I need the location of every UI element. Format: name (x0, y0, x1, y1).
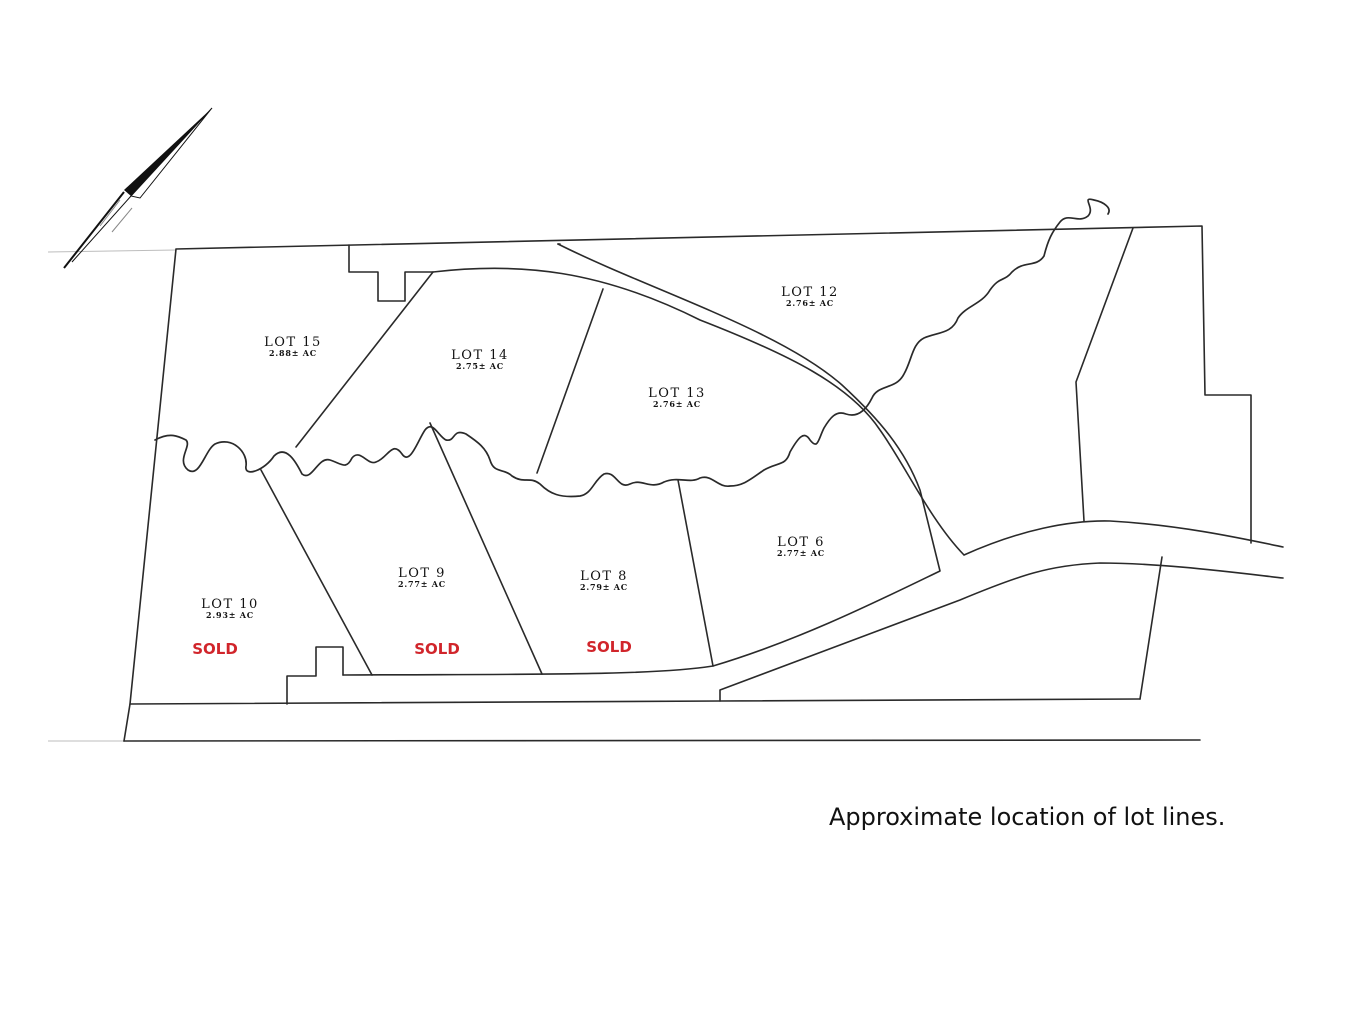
north-arrow-icon (63, 107, 213, 269)
lot-line-14-13 (536, 288, 604, 474)
lot-13-acres: 2.76± AC (653, 399, 701, 409)
lot-9-acres: 2.77± AC (398, 579, 446, 589)
lot-6-name: LOT 6 (777, 535, 825, 550)
road-inner-upper (342, 243, 941, 676)
road-main-bottom (123, 698, 1201, 742)
lot-14-label[interactable]: LOT 14 2.75± AC (451, 348, 509, 371)
lot-9-sold-badge: SOLD (414, 640, 460, 658)
lot-14-acres: 2.75± AC (456, 361, 504, 371)
lot-8-acres: 2.79± AC (580, 582, 628, 592)
lot-13-name: LOT 13 (648, 386, 706, 401)
map-caption: Approximate location of lot lines. (829, 803, 1226, 831)
lot-line-9-8 (429, 422, 543, 675)
extension-line-top (47, 249, 177, 253)
lot-8-name: LOT 8 (580, 569, 628, 584)
lot-10-label[interactable]: LOT 10 2.93± AC SOLD (192, 597, 259, 658)
lot-14-name: LOT 14 (451, 348, 509, 363)
lot-15-label[interactable]: LOT 15 2.88± AC (264, 335, 322, 358)
lot-15-acres: 2.88± AC (269, 348, 317, 358)
road-inner-lower (348, 243, 1284, 702)
lot-9-name: LOT 9 (398, 566, 446, 581)
lot-8-sold-badge: SOLD (586, 638, 632, 656)
lot-10-name: LOT 10 (201, 597, 259, 612)
lot-10-acres: 2.93± AC (206, 610, 254, 620)
lot-12-name: LOT 12 (781, 285, 839, 300)
lot-line-10-9 (260, 469, 373, 676)
lot-12-acres: 2.76± AC (786, 298, 834, 308)
lot-10-sold-badge: SOLD (192, 640, 238, 658)
creek-line (154, 198, 1110, 498)
lot-8-label[interactable]: LOT 8 2.79± AC SOLD (580, 569, 632, 656)
lot-13-label[interactable]: LOT 13 2.76± AC (648, 386, 706, 409)
lot-12-label[interactable]: LOT 12 2.76± AC (781, 285, 839, 308)
lot-line-east-1 (1075, 227, 1134, 522)
lot-line-east-2 (1139, 556, 1163, 700)
lot-line-15-14 (295, 271, 434, 448)
lot-line-8-6 (677, 479, 714, 667)
lot-6-acres: 2.77± AC (777, 548, 825, 558)
lot-9-label[interactable]: LOT 9 2.77± AC SOLD (398, 566, 460, 658)
lot-15-name: LOT 15 (264, 335, 322, 350)
lot-10-notch (286, 646, 344, 705)
lot-6-label[interactable]: LOT 6 2.77± AC (777, 535, 825, 558)
